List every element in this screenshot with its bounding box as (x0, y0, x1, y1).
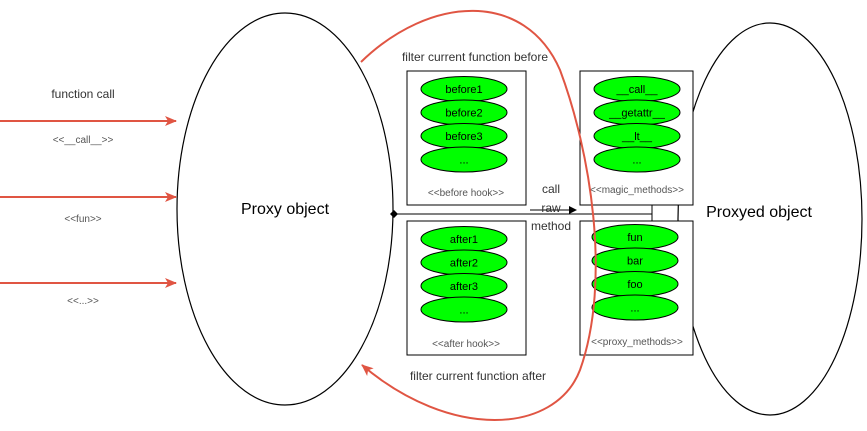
call-raw-method-line-3: method (531, 219, 571, 233)
proxyed-object-ellipse (677, 22, 863, 416)
magic-methods-label: <<magic_methods>> (590, 185, 684, 196)
proxy-methods-pill (591, 294, 679, 321)
magic-methods-pill-label: __getattr__ (608, 108, 666, 120)
method-pills: before1 before2 before3... after1 after2 afte… (420, 76, 681, 323)
incoming-calls: function call <<__call__>> <<fun>> <<...… (0, 87, 177, 307)
function-call-heading: function call (51, 87, 114, 101)
magic-methods-pill-label: __call__ (616, 84, 659, 96)
proxyed-object-label: Proxyed object (706, 204, 812, 221)
magic-methods-pill-label: __lt__ (621, 131, 653, 143)
after-hook-pill-label: after3 (450, 281, 478, 293)
before-hook-pill-label: before3 (445, 131, 482, 143)
proxy-object-ellipse (176, 12, 394, 406)
call-label-2: <<fun>> (64, 214, 101, 225)
after-hook-pill-label: after1 (450, 234, 478, 246)
magic-methods-pill-label: ... (632, 155, 641, 167)
proxy-methods-label: <<proxy_methods>> (591, 337, 683, 348)
proxy-object-label: Proxy object (241, 201, 330, 218)
before-hook-pill-label: before2 (445, 108, 482, 120)
call-raw-method-line-1: call (542, 182, 560, 196)
call-raw-method-connector: call raw method (390, 182, 653, 233)
after-hook-pill (420, 296, 508, 323)
after-hook-pill-label: ... (459, 305, 468, 317)
before-hook-label: <<before hook>> (428, 188, 504, 199)
after-hook-label: <<after hook>> (432, 339, 500, 350)
after-hook-pill-label: after2 (450, 258, 478, 270)
call-raw-method-line-2: raw (541, 201, 561, 215)
magic-methods-pill (593, 146, 681, 173)
filter-loop-arrow (360, 9, 597, 421)
filter-before-label: filter current function before (402, 50, 548, 64)
before-hook-pill-label: before1 (445, 84, 482, 96)
before-hook-pill-label: ... (459, 155, 468, 167)
filter-after-label: filter current function after (410, 369, 546, 383)
proxy-methods-pill-label: foo (627, 279, 642, 291)
before-hook-pill (420, 146, 508, 173)
proxy-methods-pill-label: ... (630, 303, 639, 315)
call-label-1: <<__call__>> (53, 135, 114, 146)
proxy-methods-pill-label: bar (627, 256, 643, 268)
call-label-3: <<...>> (67, 296, 99, 307)
proxy-methods-pill-label: fun (627, 232, 642, 244)
